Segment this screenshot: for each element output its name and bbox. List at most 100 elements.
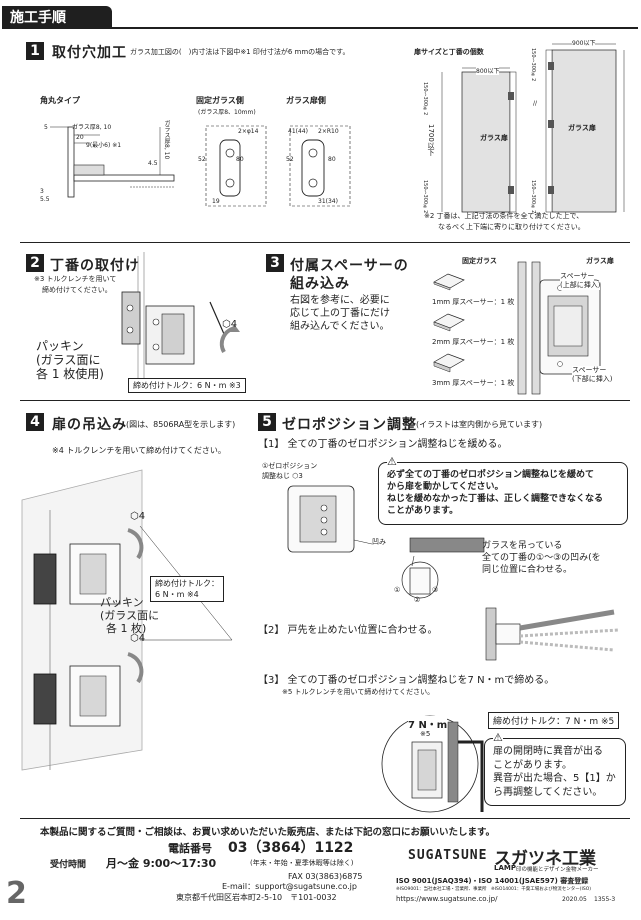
footer-hours: 月～金 9:00～17:30 (106, 857, 217, 870)
door-size-diagram (441, 43, 625, 213)
warn2-line1: 扉の開閉時に異音が出る (493, 746, 603, 757)
torque-big: 7 N・m (408, 716, 448, 731)
notch-2: ② (414, 596, 421, 604)
spacers-drawing (433, 273, 465, 373)
spacer-top-2: (上部に挿入) (560, 281, 601, 291)
warn1-line3: ねじを緩めなかった丁番は、正しく調整できなくなる (387, 494, 604, 505)
dim-80b: 80 (328, 156, 336, 163)
section-5-step2: 【2】 戸先を止めたい位置に合わせる。 (258, 625, 438, 636)
footer-address: 東京都千代田区岩本町2-5-10 〒101-0032 (176, 893, 337, 902)
footer-email[interactable]: E-mail：support@sugatsune.co.jp (222, 882, 357, 891)
section-2-hex: ⬡4 (222, 319, 238, 330)
section-4-sub: (図は、8506RA型を示します) (126, 420, 236, 429)
section-4-torque-box: 締め付けトルク： 6 N・m ※4 (150, 576, 224, 602)
size-title: 扉サイズと丁番の個数 (414, 48, 484, 56)
fixed-glass-label: 固定ガラス側 (196, 96, 244, 105)
section-1-note: ガラス加工図の( )内寸法は下図中※1 印付寸法が6 mmの場合です。 (130, 48, 350, 56)
section-2-note-1: ※3 トルクレンチを用いて (34, 275, 117, 283)
brand-en-logo: SUGATSUNE (408, 848, 488, 863)
footer-iso: ISO 9001(JSAQ394)・ISO 14001(JSAE597) 審査登… (396, 877, 589, 885)
footer-date: 2020.05 (562, 896, 587, 903)
divider-footer (20, 818, 630, 819)
lamp-logo: LAMP (494, 864, 516, 872)
warn1-line1: 必ず全ての丁番のゼロポジション調整ねじを緩めて (387, 470, 595, 480)
brand-jp-logo: スガツネ工業 (494, 849, 596, 869)
notch-text-1: ガラスを吊っている (482, 541, 563, 551)
dim-150b: 150～300※2 (422, 82, 428, 116)
note2-line1: ※2 丁番は、上記寸法の条件を全て満たした上で、 (424, 212, 584, 220)
fixed-glass-drawing (205, 125, 267, 207)
section-5-title: ゼロポジション調整 (282, 417, 417, 433)
divider-2 (20, 400, 630, 401)
section-4-number: 4 (26, 413, 44, 431)
packing-line-2: (ガラス面に (36, 353, 101, 367)
page-header-title: 施工手順 (2, 6, 112, 28)
dim-3: 3 (40, 188, 44, 195)
footer-url[interactable]: https://www.sugatsune.co.jp/ (396, 895, 498, 903)
warning-icon-2: ⚠ (493, 731, 503, 746)
header-rule (2, 27, 638, 29)
notch-1: ① (394, 586, 401, 594)
footer-hours-label: 受付時間 (50, 860, 87, 870)
dim-19: 19 (212, 198, 220, 205)
warn2-line3: 異音が出た場合、5【1】か (493, 773, 616, 784)
section-4-note: ※4 トルクレンチを用いて締め付けてください。 (52, 446, 226, 455)
spacer-top-1: スペーサー (560, 272, 595, 282)
section-4-packing-1: パッキン (100, 596, 144, 609)
footer-iso-sub: ※ISO9001：当社本社工場・営業所、事業所 ※ISO14001：千葉工場およ… (396, 887, 591, 892)
dim-41: 41(44) (288, 128, 308, 135)
section-5-step1: 【1】 全ての丁番のゼロポジション調整ねじを緩める。 (258, 439, 508, 450)
door-glass-label: ガラス扉側 (286, 96, 326, 105)
divider-1 (20, 242, 630, 243)
warn2-line4: ら再調整してください。 (493, 786, 603, 798)
dim-20: 20 (76, 134, 84, 141)
section-1-number: 1 (26, 42, 44, 60)
section-4-torque-2: 6 N・m ※4 (155, 590, 199, 599)
dim-4-5: 4.5 (148, 160, 158, 167)
spacer-2mm: 2mm 厚スペーサー：1 枚 (432, 338, 515, 346)
section-3-number: 3 (266, 254, 284, 272)
dim-5-5: 5.5 (40, 196, 50, 203)
screw-label-1: ①ゼロポジション (262, 462, 318, 470)
section-5-sub: (イラストは室内側から見ています) (416, 420, 543, 429)
notch-text-3: 同じ位置に合わせる。 (482, 565, 573, 575)
warn2-line2: ことがあります。 (493, 759, 572, 771)
warning-icon-1: ⚠ (387, 455, 397, 470)
section-1-title: 取付穴加工 (52, 45, 127, 61)
section-5-number: 5 (258, 413, 276, 431)
notch-align-drawing (401, 537, 485, 599)
dim-dblslash: // (533, 100, 538, 107)
footer-inquiry: 本製品に関するご質問・ご相談は、お買い求めいただいた販売店、または下記の窓口にお… (40, 827, 496, 838)
section-3-title-1: 付属スペーサーの (290, 258, 409, 274)
warning-box-2: ⚠ 扉の開閉時に異音が出る ことがあります。 異音が出た場合、5【1】か ら再調… (484, 731, 626, 806)
section-2-torque: 締め付けトルク：6 N・m ※3 (128, 378, 246, 393)
footer-tel-label: 電話番号 (168, 842, 212, 855)
dim-31: 31(34) (318, 198, 338, 205)
warn1-line2: から扉を動かしてください。 (387, 482, 504, 493)
section-3-title-2: 組み込み (290, 276, 350, 292)
door-glass-drawing (289, 125, 351, 207)
door-hanging-drawing (21, 469, 233, 771)
section-5-torque-box: 締め付けトルク：7 N・m ※5 (488, 712, 620, 729)
torque-big-note: ※5 (420, 730, 431, 738)
section-3-body-3: 組み込んでください。 (290, 321, 390, 332)
glass-door-label-b: ガラス扉 (568, 124, 596, 132)
glass-door-label-a: ガラス扉 (480, 134, 508, 142)
section-4-packing-2: (ガラス面に (100, 609, 160, 622)
section-2-title: 丁番の取付け (50, 258, 140, 274)
section-2-note-2: 締め付けてください。 (42, 286, 112, 294)
dim-2x14: 2×φ14 (238, 128, 259, 135)
dim-9: 9(最小6) ※1 (86, 142, 122, 149)
footer-fax: FAX 03(3863)6875 (288, 872, 363, 881)
footer-hours-note: (年末・年始・夏季休暇等は除く) (250, 859, 354, 867)
section-4-torque-1: 締め付けトルク： (155, 579, 219, 588)
warn1-line4: ことがあります。 (387, 506, 459, 517)
dim-glass-thickness: ガラス厚8, 10 (72, 124, 112, 131)
section-2-number: 2 (26, 254, 44, 272)
dim-150a: 150～300※2 (530, 48, 536, 82)
footer-code: 1355-3 (594, 896, 616, 903)
dim-150d: 150～300※2 (530, 180, 536, 214)
kakuana-section-drawing (50, 126, 175, 198)
section-3-body-2: 応じて上の丁番にだけ (290, 308, 390, 319)
section-3-body-1: 右図を参考に、必要に (290, 295, 390, 306)
